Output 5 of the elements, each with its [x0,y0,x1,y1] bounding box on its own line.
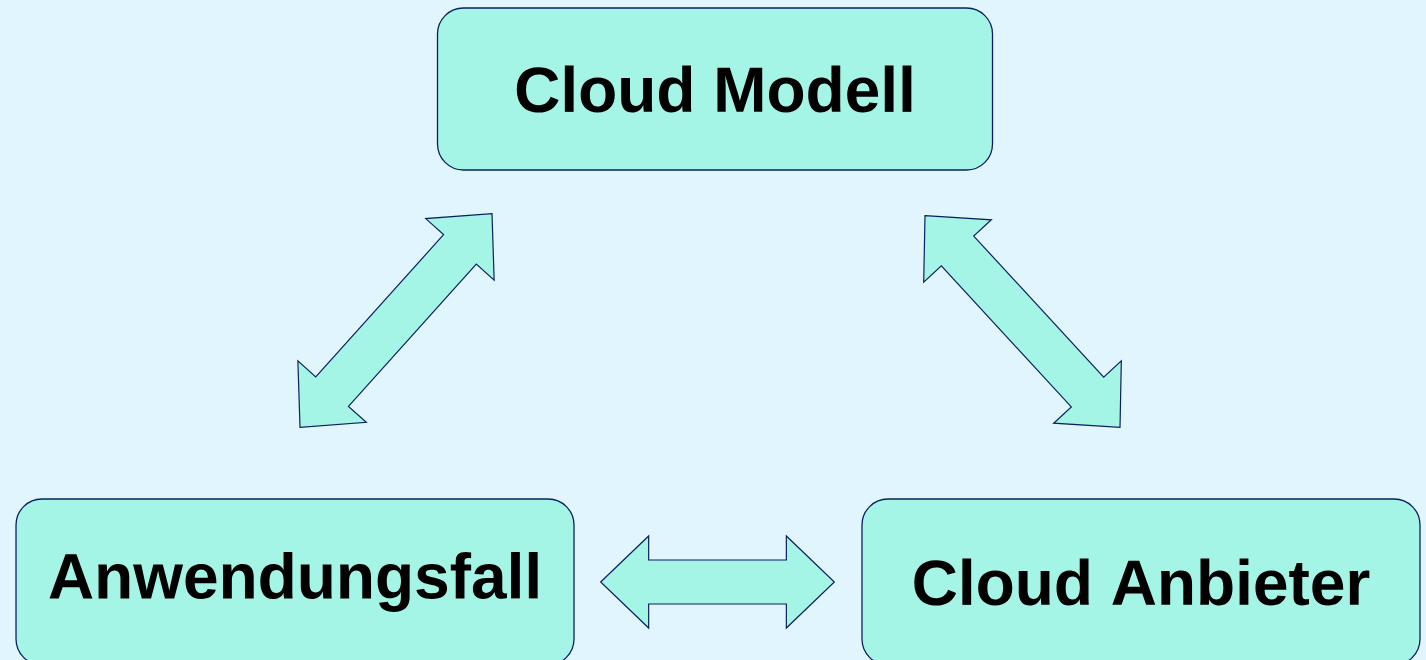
process-box: Anwendungsfall [15,498,575,660]
double-arrow [923,215,1122,428]
process-box: Cloud Anbieter [861,498,1421,660]
double-arrow [297,213,495,428]
process-box: Cloud Modell [436,7,994,171]
